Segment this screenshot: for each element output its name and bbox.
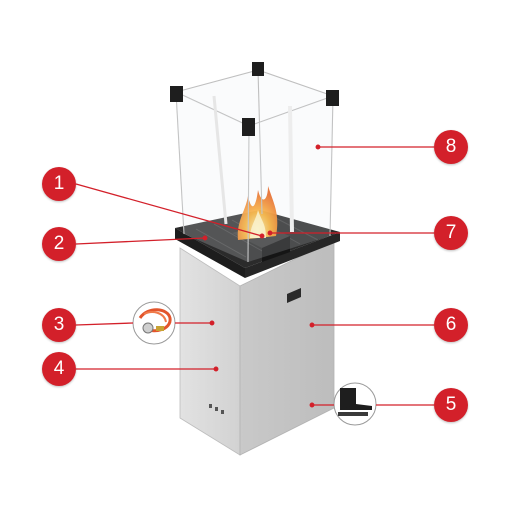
callout-5: 5	[434, 388, 468, 422]
leader-dot-8	[315, 144, 321, 150]
leader-lines	[75, 144, 434, 408]
callout-1: 1	[42, 167, 76, 201]
callout-3: 3	[42, 308, 76, 342]
leader-line-1	[75, 183, 263, 237]
leader-dot-5	[309, 402, 315, 408]
body-front-panel	[179, 247, 241, 456]
leader-dot-1	[259, 233, 265, 239]
leader-line-3	[75, 322, 134, 326]
leader-line-2	[75, 237, 206, 245]
callout-2: 2	[42, 227, 76, 261]
callout-4: 4	[42, 352, 76, 386]
glass-enclosure	[174, 69, 335, 263]
callout-7: 7	[434, 216, 468, 250]
leader-dot-7	[267, 230, 273, 236]
callout-8: 8	[434, 130, 468, 164]
leader-dot-6	[309, 322, 315, 328]
callout-6: 6	[434, 308, 468, 342]
gas-hose-regulator-icon	[132, 301, 176, 345]
flame	[237, 186, 278, 240]
leader-dot-4	[213, 366, 219, 372]
vent-holes	[209, 404, 224, 414]
leader-dot-3	[209, 320, 215, 326]
glass-corner-brackets	[170, 62, 339, 136]
handle-slot	[287, 288, 301, 303]
leveling-foot-icon	[333, 382, 377, 426]
fire-pit-body	[179, 239, 335, 456]
leader-dot-2	[202, 235, 208, 241]
